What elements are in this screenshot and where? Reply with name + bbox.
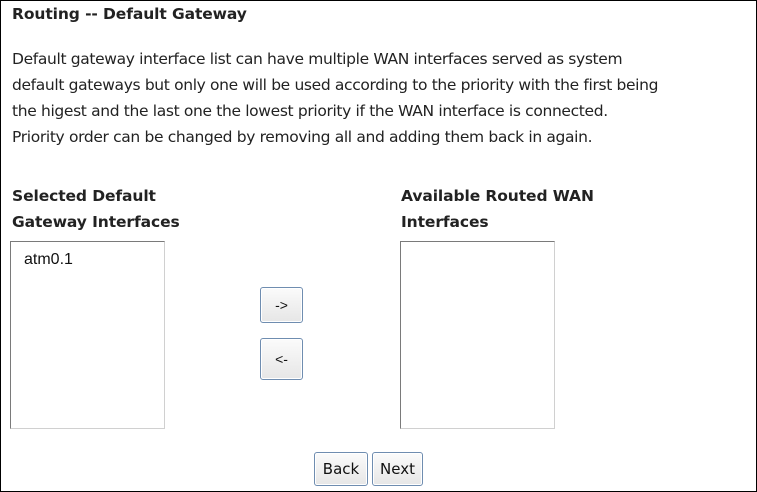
description-line: Default gateway interface list can have … <box>12 50 623 68</box>
next-button[interactable]: Next <box>372 452 423 486</box>
description-line: default gateways but only one will be us… <box>12 76 659 94</box>
description-line: Priority order can be changed by removin… <box>12 128 593 146</box>
description-text: Default gateway interface list can have … <box>12 46 756 150</box>
back-button[interactable]: Back <box>314 452 368 486</box>
selected-interfaces-heading: Selected Default Gateway Interfaces <box>12 183 180 235</box>
page-title: Routing -- Default Gateway <box>12 5 247 23</box>
heading-line: Interfaces <box>401 213 489 231</box>
available-interfaces-listbox[interactable] <box>400 241 555 429</box>
list-item[interactable]: atm0.1 <box>24 251 73 268</box>
available-interfaces-heading: Available Routed WAN Interfaces <box>401 183 594 235</box>
description-line: the higest and the last one the lowest p… <box>12 102 608 120</box>
move-right-button[interactable]: -> <box>260 287 303 323</box>
move-left-button[interactable]: <- <box>260 338 303 380</box>
selected-interfaces-listbox[interactable]: atm0.1 <box>10 241 165 429</box>
heading-line: Gateway Interfaces <box>12 213 180 231</box>
heading-line: Available Routed WAN <box>401 187 594 205</box>
heading-line: Selected Default <box>12 187 156 205</box>
